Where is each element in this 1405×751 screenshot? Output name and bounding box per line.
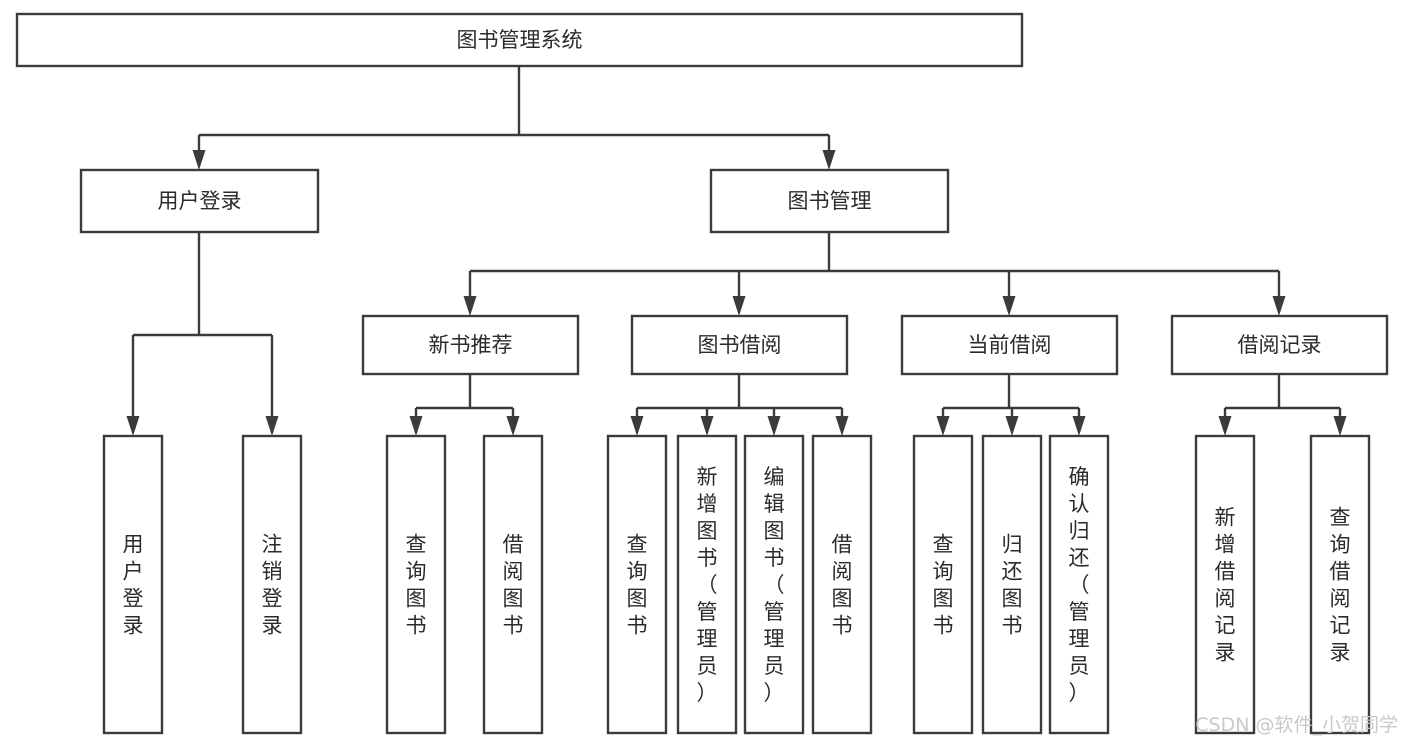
leaf-node-11[interactable]: 新增借阅记录 [1194, 434, 1256, 735]
level2-node-0[interactable]: 用户登录 [79, 168, 320, 234]
level2-node-1[interactable]: 图书管理 [709, 168, 950, 234]
leaf-node-12[interactable]: 查询借阅记录 [1309, 434, 1371, 735]
connector-group-userlogin-to-leaves [126, 232, 279, 436]
leaf-node-2-label: 查询图书 [406, 533, 427, 638]
arrow-head-icon [1333, 416, 1347, 436]
level2-node-0-label: 用户登录 [158, 189, 242, 213]
leaf-node-12-label: 查询借阅记录 [1330, 506, 1351, 665]
level3-node-3-label: 借阅记录 [1238, 333, 1322, 357]
leaf-node-5-label: 新增图书（管理员） [697, 465, 718, 705]
leaf-node-1-box[interactable] [241, 434, 303, 735]
level3-node-2-box[interactable] [900, 314, 1119, 376]
connector-group-bookmgmt-to-level3 [463, 232, 1286, 316]
leaf-node-12-box[interactable] [1309, 434, 1371, 735]
leaf-node-11-box[interactable] [1194, 434, 1256, 735]
leaf-node-1[interactable]: 注销登录 [241, 434, 303, 735]
leaf-node-3-label: 借阅图书 [503, 533, 524, 638]
leaf-node-3[interactable]: 借阅图书 [482, 434, 544, 735]
leaf-node-0-label: 用户登录 [123, 533, 144, 638]
level3-node-0-label: 新书推荐 [429, 333, 513, 357]
connector-group-current-to-leaves [936, 374, 1086, 436]
level3-node-1-label: 图书借阅 [698, 333, 782, 357]
arrow-head-icon [630, 416, 644, 436]
leaf-node-9-label: 归还图书 [1002, 533, 1023, 638]
arrow-head-icon [1218, 416, 1232, 436]
leaf-node-5[interactable]: 新增图书（管理员） [676, 434, 738, 735]
leaf-node-2[interactable]: 查询图书 [385, 434, 447, 735]
leaf-node-0-box[interactable] [102, 434, 164, 735]
leaf-node-7[interactable]: 借阅图书 [811, 434, 873, 735]
level3-node-2-label: 当前借阅 [968, 333, 1052, 357]
leaf-node-11-label: 新增借阅记录 [1215, 506, 1236, 665]
connector-layer [126, 66, 1347, 436]
level3-node-3-box[interactable] [1170, 314, 1389, 376]
arrow-head-icon [1005, 416, 1019, 436]
connector-group-root-to-level2 [192, 66, 836, 170]
level3-node-3[interactable]: 借阅记录 [1170, 314, 1389, 376]
leaf-node-9-box[interactable] [981, 434, 1043, 735]
level2-node-1-label: 图书管理 [788, 189, 872, 213]
leaf-node-5-box[interactable] [676, 434, 738, 735]
leaf-node-10-box[interactable] [1048, 434, 1110, 735]
leaf-node-4-box[interactable] [606, 434, 668, 735]
level3-node-1-box[interactable] [630, 314, 849, 376]
arrow-head-icon [767, 416, 781, 436]
leaf-node-9[interactable]: 归还图书 [981, 434, 1043, 735]
root-node-label: 图书管理系统 [457, 28, 583, 52]
arrow-head-icon [1272, 296, 1286, 316]
leaf-node-3-box[interactable] [482, 434, 544, 735]
arrow-head-icon [265, 416, 279, 436]
leaf-node-10-label: 确认归还（管理员） [1069, 465, 1090, 705]
level3-node-2[interactable]: 当前借阅 [900, 314, 1119, 376]
leaf-node-1-label: 注销登录 [262, 533, 283, 638]
arrow-head-icon [732, 296, 746, 316]
arrow-head-icon [822, 150, 836, 170]
arrow-head-icon [463, 296, 477, 316]
leaf-node-7-box[interactable] [811, 434, 873, 735]
leaf-node-8-box[interactable] [912, 434, 974, 735]
leaf-node-4[interactable]: 查询图书 [606, 434, 668, 735]
leaf-node-8-label: 查询图书 [933, 533, 954, 638]
arrow-head-icon [1002, 296, 1016, 316]
leaf-node-0[interactable]: 用户登录 [102, 434, 164, 735]
connector-group-newbook-to-leaves [409, 374, 520, 436]
root-node[interactable]: 图书管理系统 [15, 12, 1024, 68]
arrow-head-icon [936, 416, 950, 436]
leaf-node-6[interactable]: 编辑图书（管理员） [743, 434, 805, 735]
leaf-node-7-label: 借阅图书 [832, 533, 853, 638]
connector-group-borrow-to-leaves [630, 374, 849, 436]
connector-group-record-to-leaves [1218, 374, 1347, 436]
level3-node-0-box[interactable] [361, 314, 580, 376]
leaf-node-4-label: 查询图书 [627, 533, 648, 638]
arrow-head-icon [126, 416, 140, 436]
level3-node-1[interactable]: 图书借阅 [630, 314, 849, 376]
csdn-watermark: CSDN @软件_小贺同学 [1195, 714, 1398, 736]
arrow-head-icon [700, 416, 714, 436]
leaf-node-8[interactable]: 查询图书 [912, 434, 974, 735]
node-layer: 图书管理系统用户登录图书管理新书推荐图书借阅当前借阅借阅记录用户登录注销登录查询… [15, 12, 1389, 735]
arrow-head-icon [192, 150, 206, 170]
leaf-node-6-box[interactable] [743, 434, 805, 735]
leaf-node-2-box[interactable] [385, 434, 447, 735]
leaf-node-10[interactable]: 确认归还（管理员） [1048, 434, 1110, 735]
level2-node-0-box[interactable] [79, 168, 320, 234]
arrow-head-icon [409, 416, 423, 436]
leaf-node-6-label: 编辑图书（管理员） [764, 465, 785, 705]
arrow-head-icon [1072, 416, 1086, 436]
level3-node-0[interactable]: 新书推荐 [361, 314, 580, 376]
root-node-box[interactable] [15, 12, 1024, 68]
level2-node-1-box[interactable] [709, 168, 950, 234]
arrow-head-icon [506, 416, 520, 436]
arrow-head-icon [835, 416, 849, 436]
